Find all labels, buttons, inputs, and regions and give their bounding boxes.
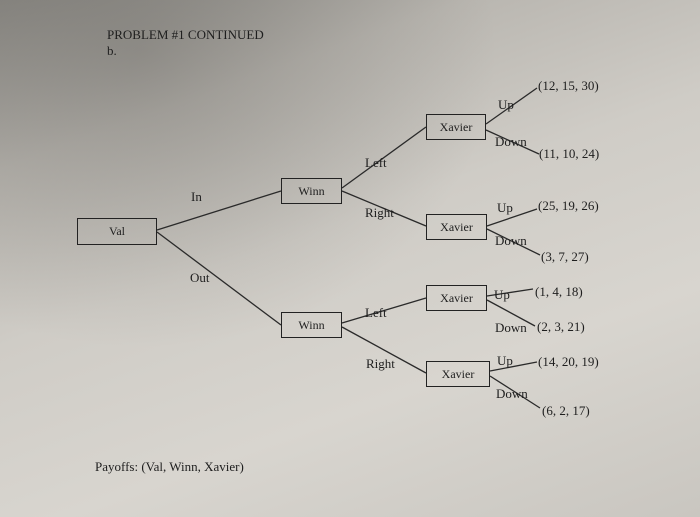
node-winn-top: Winn [281,178,342,204]
problem-title: PROBLEM #1 CONTINUED [107,27,264,42]
node-winn-bottom: Winn [281,312,342,338]
edge-left-2 [341,297,427,324]
node-xavier-4: Xavier [426,361,490,387]
payoff-legend: Payoffs: (Val, Winn, Xavier) [95,459,244,474]
payoff-6: (2, 3, 21) [537,319,585,334]
edge-up-4 [489,361,538,372]
edge-right-1 [341,190,427,227]
edge-down-3 [486,299,536,327]
branch-left-1: Left [365,155,387,170]
edge-left-1 [341,126,427,189]
payoff-2: (11, 10, 24) [539,146,600,161]
node-xavier-3: Xavier [426,285,487,311]
branch-in: In [191,189,202,204]
branch-right-2: Right [366,356,395,371]
payoff-1: (12, 15, 30) [538,78,599,93]
node-val: Val [77,218,157,245]
edge-up-3 [486,288,534,297]
branch-down-2: Down [495,233,527,248]
branch-right-1: Right [365,205,394,220]
branch-up-1: Up [498,97,514,112]
branch-down-1: Down [495,134,527,149]
branch-down-3: Down [495,320,527,335]
edge-up-2 [486,208,538,227]
payoff-7: (14, 20, 19) [538,354,599,369]
branch-left-2: Left [365,305,387,320]
branch-up-2: Up [497,200,513,215]
payoff-3: (25, 19, 26) [538,198,599,213]
problem-part: b. [107,43,117,58]
edge-out [156,231,282,326]
edge-in [156,190,282,231]
edge-up-1 [485,87,538,125]
branch-out: Out [190,270,210,285]
payoff-8: (6, 2, 17) [542,403,590,418]
branch-up-4: Up [497,353,513,368]
edge-right-2 [341,326,427,374]
payoff-4: (3, 7, 27) [541,249,589,264]
branch-up-3: Up [494,287,510,302]
edge-down-1 [485,129,540,155]
payoff-5: (1, 4, 18) [535,284,583,299]
branch-down-4: Down [496,386,528,401]
edge-down-4 [489,375,541,409]
node-xavier-2: Xavier [426,214,487,240]
edge-down-2 [486,228,541,256]
node-xavier-1: Xavier [426,114,486,140]
